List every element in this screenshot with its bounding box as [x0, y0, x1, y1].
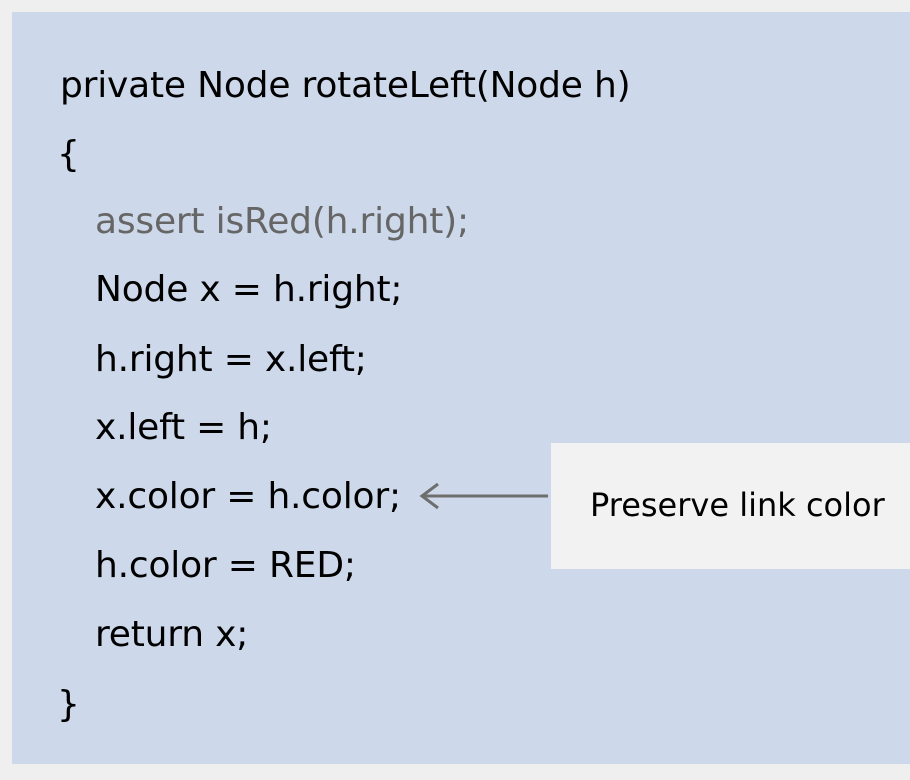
code-panel	[12, 12, 910, 764]
code-line-x-left: x.left = h;	[95, 407, 272, 448]
callout-label: Preserve link color	[590, 486, 885, 524]
code-line-open-brace: {	[57, 134, 80, 175]
left-arrow-icon	[419, 482, 548, 510]
code-line-close-brace: }	[57, 684, 80, 725]
code-line-h-right: h.right = x.left;	[95, 339, 367, 380]
code-line-h-color: h.color = RED;	[95, 545, 356, 586]
code-line-node-x: Node x = h.right;	[95, 269, 403, 310]
code-line-x-color: x.color = h.color;	[95, 476, 401, 517]
code-line-signature: private Node rotateLeft(Node h)	[60, 65, 631, 106]
code-line-return: return x;	[95, 614, 249, 655]
code-line-assert: assert isRed(h.right);	[95, 201, 469, 242]
callout-box: Preserve link color	[551, 443, 910, 569]
